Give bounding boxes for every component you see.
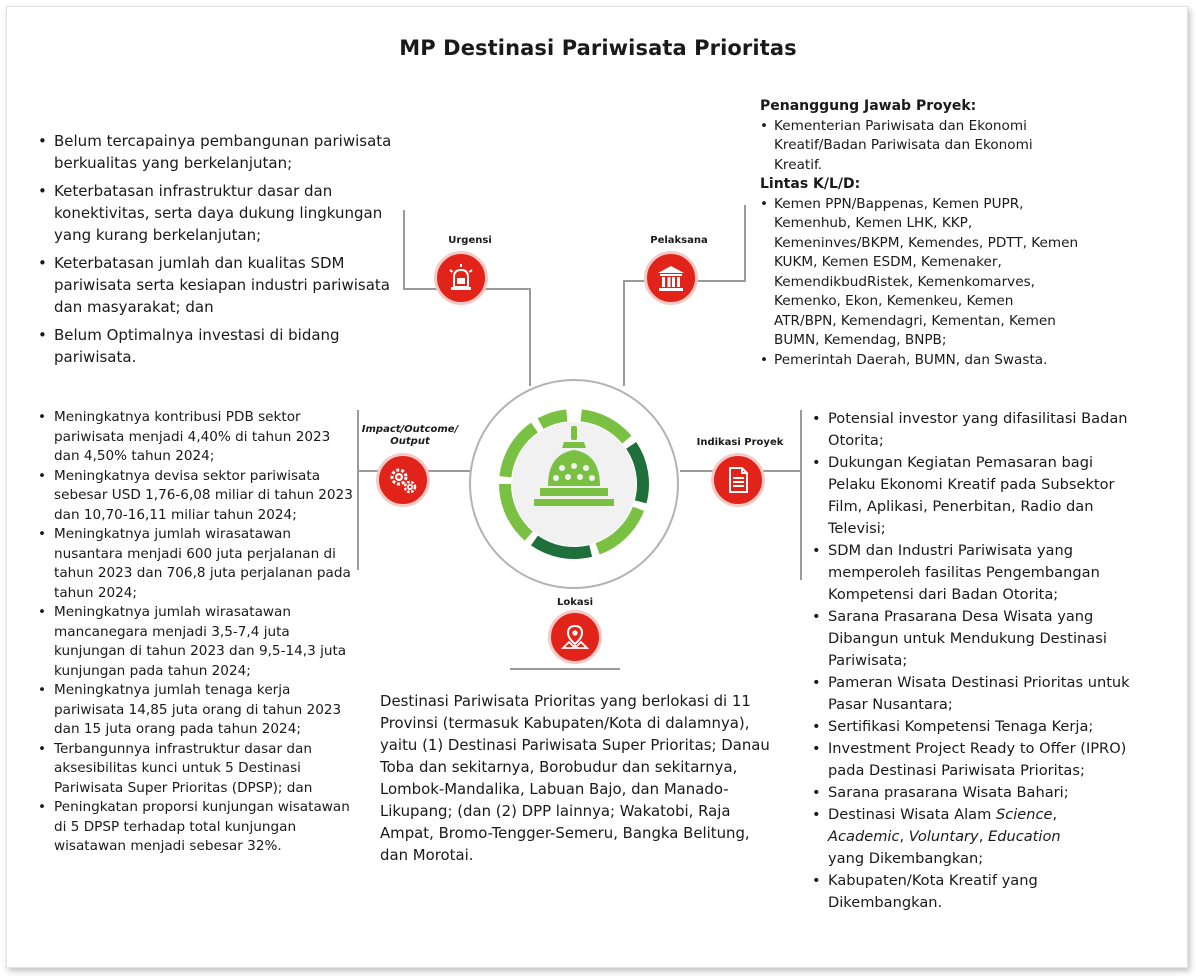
lintas-kld-item: Pemerintah Daerah, BUMN, dan Swasta. xyxy=(760,351,1080,371)
impact-item: Meningkatnya kontribusi PDB sektor pariw… xyxy=(38,408,354,467)
alam-separator: , xyxy=(978,828,988,845)
ring-segment xyxy=(595,506,645,555)
indikasi-item: Dukungan Kegiatan Pemasaran bagi Pelaku … xyxy=(812,452,1132,540)
map-pin-icon xyxy=(548,610,602,664)
impact-item: Peningkatan proporsi kunjungan wisatawan… xyxy=(38,798,354,857)
impact-item: Meningkatnya devisa sektor pariwisata se… xyxy=(38,467,354,526)
penanggung-jawab-list: Kementerian Pariwisata dan Ekonomi Kreat… xyxy=(760,117,1080,176)
urgensi-item: Belum tercapainya pembangunan pariwisata… xyxy=(38,130,398,174)
pelaksana-block: Penanggung Jawab Proyek: Kementerian Par… xyxy=(760,97,1080,370)
impact-item: Meningkatnya jumlah wirasatawan nusantar… xyxy=(38,525,354,603)
alam-term-science: Science xyxy=(995,806,1053,823)
alam-term-voluntary: Voluntary xyxy=(908,828,979,845)
ring-segment xyxy=(499,422,539,478)
lintas-kld-list: Kemen PPN/Bappenas, Kemen PUPR, Kemenhub… xyxy=(760,195,1080,371)
indikasi-item: Investment Project Ready to Offer (IPRO)… xyxy=(812,738,1132,782)
penanggung-jawab-heading: Penanggung Jawab Proyek: xyxy=(760,98,977,114)
temple-stupa-icon xyxy=(534,426,614,506)
label-lokasi: Lokasi xyxy=(556,597,594,608)
ring-segments xyxy=(499,409,649,559)
center-ring xyxy=(469,379,679,589)
ring-segment xyxy=(530,535,593,559)
indikasi-item: Sertifikasi Kompetensi Tenaga Kerja; xyxy=(812,716,1132,738)
impact-item: Terbangunnya infrastruktur dasar dan aks… xyxy=(38,740,354,799)
indikasi-item: Pameran Wisata Destinasi Prioritas untuk… xyxy=(812,672,1132,716)
indikasi-item: Sarana Prasarana Desa Wisata yang Dibang… xyxy=(812,606,1132,672)
impact-item: Meningkatnya jumlah wirasatawan mancaneg… xyxy=(38,603,354,681)
urgensi-item: Keterbatasan jumlah dan kualitas SDM par… xyxy=(38,252,398,318)
alam-suffix: yang Dikembangkan; xyxy=(828,850,984,867)
lokasi-text: Destinasi Pariwisata Prioritas yang berl… xyxy=(380,692,770,864)
alam-prefix: Destinasi Wisata Alam xyxy=(828,806,996,823)
ring-segment xyxy=(626,442,649,504)
urgensi-list: Belum tercapainya pembangunan pariwisata… xyxy=(38,130,398,374)
alam-separator: , xyxy=(899,828,909,845)
document-icon xyxy=(711,453,765,507)
alam-term-education: Education xyxy=(987,828,1061,845)
connector-indikasi-v xyxy=(800,410,802,580)
connector-lokasi-h xyxy=(510,668,620,670)
ipro-continuation: pada Destinasi Pariwisata Prioritas; xyxy=(828,762,1085,779)
connector-urgensi-v xyxy=(403,210,405,290)
label-indikasi: Indikasi Proyek xyxy=(696,437,784,448)
indikasi-item: Kabupaten/Kota Kreatif yang Dikembangkan… xyxy=(812,870,1132,914)
connector-impact-v xyxy=(357,410,359,570)
ring-segment xyxy=(499,483,533,541)
connector-pelaksana-r xyxy=(744,205,746,282)
urgensi-item: Belum Optimalnya investasi di bidang par… xyxy=(38,324,398,368)
page-title: MP Destinasi Pariwisata Prioritas xyxy=(399,36,797,60)
label-impact: Impact/Outcome/ Output xyxy=(361,424,459,447)
indikasi-item: Sarana prasarana Wisata Bahari; xyxy=(812,782,1132,804)
urgensi-item: Keterbatasan infrastruktur dasar dan kon… xyxy=(38,180,398,246)
indikasi-item: SDM dan Industri Pariwisata yang mempero… xyxy=(812,540,1132,606)
lintas-kld-item: Kemen PPN/Bappenas, Kemen PUPR, Kemenhub… xyxy=(760,195,1080,351)
penanggung-jawab-item: Kementerian Pariwisata dan Ekonomi Kreat… xyxy=(760,117,1080,176)
indikasi-list: Potensial investor yang difasilitasi Bad… xyxy=(812,408,1132,914)
impact-list: Meningkatnya kontribusi PDB sektor pariw… xyxy=(38,408,354,857)
label-urgensi: Urgensi xyxy=(448,235,492,246)
indikasi-item: Potensial investor yang difasilitasi Bad… xyxy=(812,408,1132,452)
institution-building-icon xyxy=(644,251,698,305)
connector-pelaksana-v xyxy=(623,280,625,386)
alam-separator: , xyxy=(1052,806,1058,823)
ipro-label: Investment Project Ready to Offer (IPRO) xyxy=(828,740,1127,757)
ring-segment xyxy=(537,409,568,429)
connector-urgensi-d xyxy=(529,288,531,386)
lintas-kld-heading: Lintas K/L/D: xyxy=(760,176,861,192)
indikasi-item: Destinasi Wisata Alam Science, Academic,… xyxy=(812,804,1132,870)
label-pelaksana: Pelaksana xyxy=(650,235,708,246)
alarm-siren-icon xyxy=(434,251,488,305)
ring-segment xyxy=(580,409,632,444)
gears-icon xyxy=(376,453,430,507)
impact-item: Meningkatnya jumlah tenaga kerja pariwis… xyxy=(38,681,354,740)
alam-term-academic: Academic xyxy=(828,828,900,845)
